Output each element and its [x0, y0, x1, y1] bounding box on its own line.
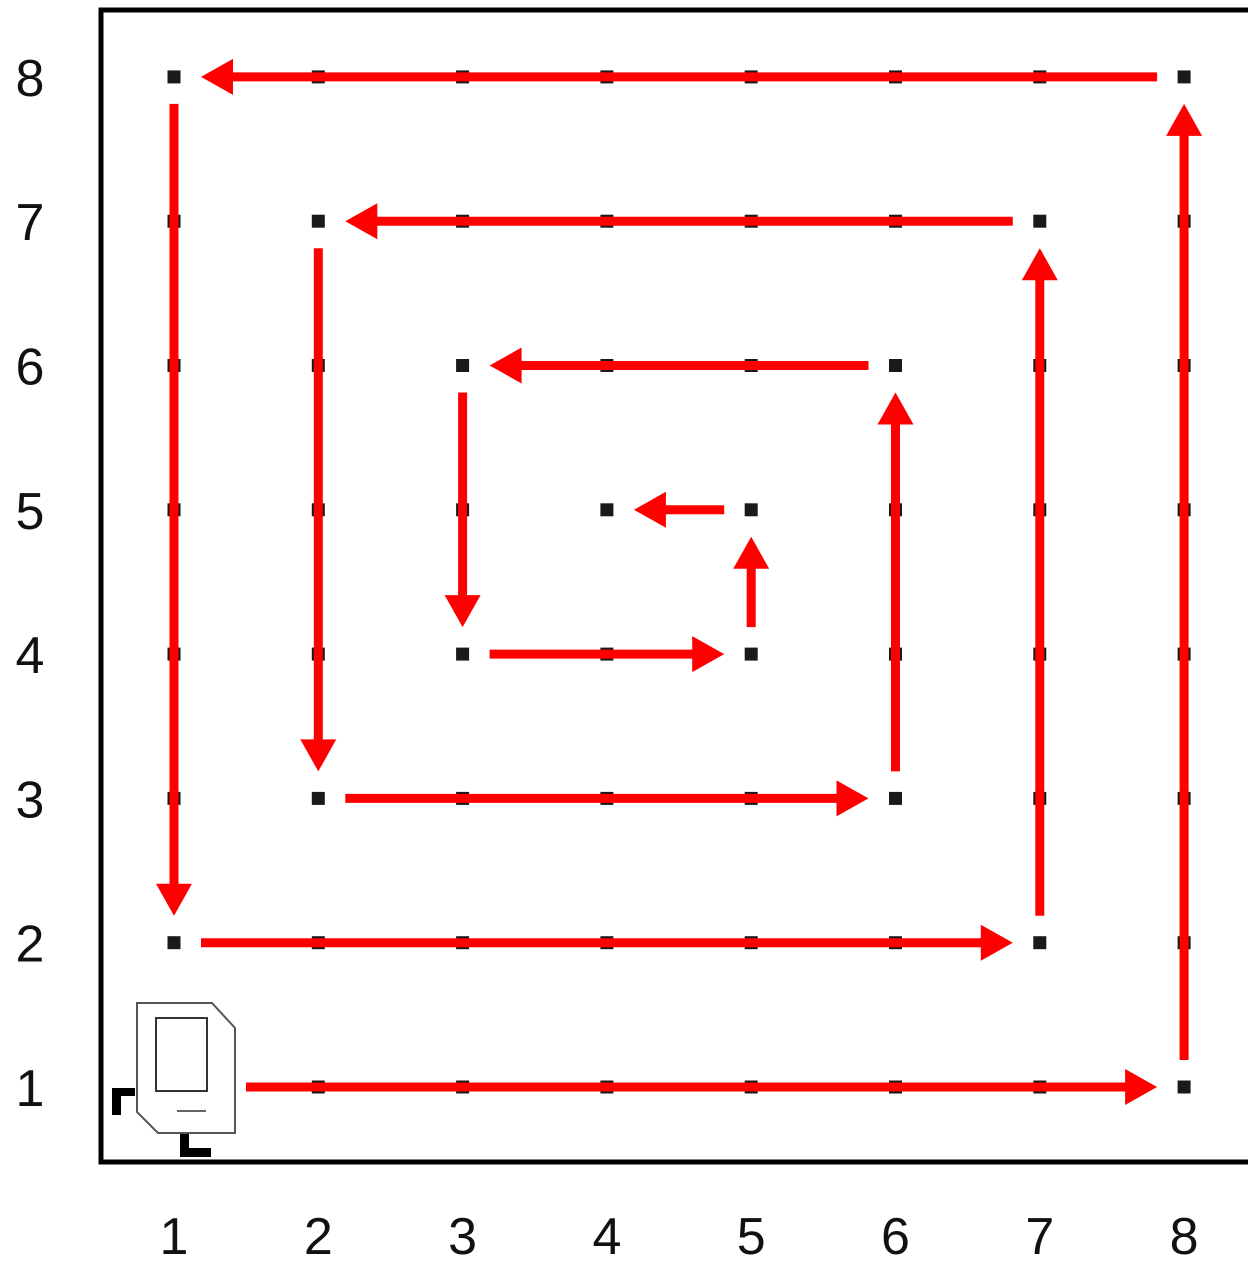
- arrow-head-icon: [980, 924, 1013, 961]
- y-axis-label: 4: [16, 627, 45, 685]
- robot-wheel-bottom: [180, 1132, 211, 1157]
- x-axis-label: 2: [304, 1208, 333, 1263]
- grid-dot: [1177, 70, 1191, 84]
- x-axis-label: 3: [448, 1208, 477, 1263]
- grid-dot: [456, 647, 470, 661]
- x-axis-label: 4: [592, 1208, 621, 1263]
- y-axis-label: 7: [16, 194, 45, 252]
- y-axis-label: 6: [16, 339, 45, 397]
- grid-dot: [1033, 214, 1047, 228]
- arrow-head-icon: [692, 636, 725, 673]
- arrow-head-icon: [1021, 248, 1058, 281]
- path-arrow: [733, 536, 770, 628]
- path-arrow: [345, 203, 1013, 240]
- arrow-head-icon: [1125, 1069, 1158, 1105]
- arrow-head-icon: [733, 536, 770, 569]
- arena-frame: [98, 7, 1248, 1165]
- grid-dot: [744, 647, 758, 661]
- path-arrow: [1021, 248, 1058, 916]
- path-arrow: [489, 636, 725, 673]
- y-axis-label: 3: [16, 771, 45, 829]
- grid-dot: [889, 791, 902, 805]
- grid-dot: [600, 503, 614, 517]
- robot-body: [112, 1002, 236, 1157]
- arrow-head-icon: [201, 58, 233, 95]
- x-axis-label: 8: [1170, 1208, 1199, 1263]
- grid-dot: [167, 70, 181, 84]
- x-axis-label: 7: [1025, 1208, 1054, 1263]
- x-axis-label: 1: [160, 1208, 189, 1263]
- grid-dot: [1177, 1080, 1191, 1094]
- arrow-head-icon: [345, 203, 378, 240]
- grid-dot: [311, 791, 325, 805]
- path-arrow: [489, 347, 869, 384]
- x-axis-labels: 1 2 3 4 5 6 7 8: [160, 1208, 1199, 1263]
- arrow-head-icon: [489, 347, 522, 384]
- path-arrow: [156, 103, 192, 916]
- arrow-head-icon: [877, 392, 914, 425]
- arena-border: [98, 7, 1248, 1165]
- grid-dot: [1033, 936, 1047, 950]
- x-axis-label: 6: [881, 1208, 910, 1263]
- y-axis-labels: 1 2 3 4 5 6 7 8: [16, 50, 45, 1118]
- y-axis-label: 5: [16, 483, 45, 541]
- y-axis-label: 1: [16, 1060, 45, 1118]
- path-arrow: [201, 924, 1013, 961]
- path-arrow: [444, 392, 481, 628]
- path-arrows: [156, 58, 1203, 1105]
- arrow-head-icon: [156, 883, 192, 916]
- robot-icon: [112, 1002, 236, 1157]
- grid-dot: [744, 503, 758, 517]
- y-axis-label: 2: [16, 916, 45, 974]
- arrow-head-icon: [633, 491, 666, 528]
- path-arrow: [877, 392, 914, 772]
- arrow-head-icon: [1166, 103, 1203, 136]
- path-arrow: [633, 491, 725, 528]
- robot-screen: [155, 1017, 208, 1092]
- grid-dot: [456, 359, 470, 372]
- grid-dot: [167, 936, 181, 950]
- x-axis-label: 5: [737, 1208, 766, 1263]
- path-arrow: [1166, 103, 1203, 1060]
- y-axis-label: 8: [16, 50, 45, 108]
- path-arrow: [201, 58, 1158, 95]
- path-arrow: [246, 1069, 1158, 1105]
- path-arrow: [345, 780, 869, 817]
- arrow-head-icon: [836, 780, 869, 817]
- grid-dot: [889, 359, 902, 372]
- grid-dot: [311, 214, 325, 228]
- arrow-head-icon: [444, 595, 481, 628]
- robot-wheel-left: [112, 1088, 135, 1115]
- path-arrow: [300, 248, 337, 772]
- arrow-head-icon: [300, 739, 337, 772]
